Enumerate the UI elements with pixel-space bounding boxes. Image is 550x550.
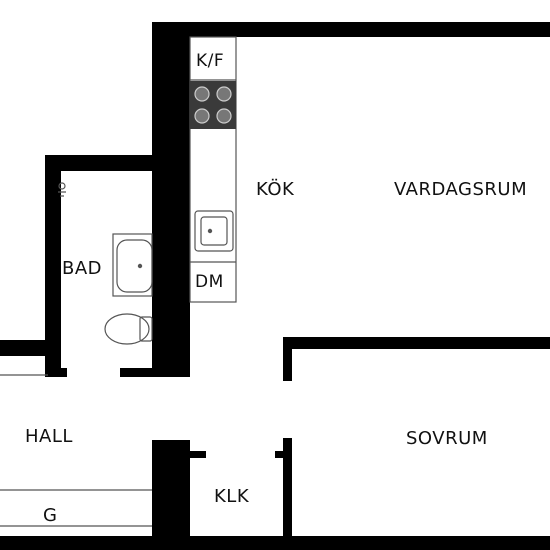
wall-bath-top [45,155,190,171]
wall-closet-top-stub [152,440,190,452]
wall-bedroom-left-lower [283,438,292,550]
room-label-dm: DM [195,272,224,292]
walls [0,22,550,550]
wall-closet-door-stub [190,451,206,458]
wall-left-stub [0,340,61,356]
shower-head-icon [58,182,66,197]
room-label-klk: KLK [214,486,250,507]
washbasin-icon [112,233,153,297]
stove-icon [190,81,236,129]
thin-lines [0,374,152,527]
wall-bedroom-top [283,337,550,349]
room-label-g: G [43,505,58,526]
wall-bedroom-left-upper [283,337,292,381]
wall-closet-left [152,440,190,550]
wall-top [152,22,550,37]
room-label-hall: HALL [25,426,73,447]
room-label-kf: K/F [196,51,225,71]
counter-outline [189,36,237,303]
sink-icon [194,210,234,252]
wall-kitchen-left [152,22,190,377]
toilet-icon [104,313,153,345]
wall-bath-left [45,155,61,377]
room-label-bad: BAD [62,258,103,279]
kitchen-counter [189,36,237,303]
wall-bedroom-door-stub [275,451,292,458]
room-label-vardagsrum: VARDAGSRUM [394,179,528,200]
wall-bath-bottom-left [45,368,67,377]
room-label-sovrum: SOVRUM [406,428,488,449]
wall-bottom [0,536,550,550]
room-label-kok: KÖK [256,179,295,200]
wall-bath-bottom-right [120,368,190,377]
